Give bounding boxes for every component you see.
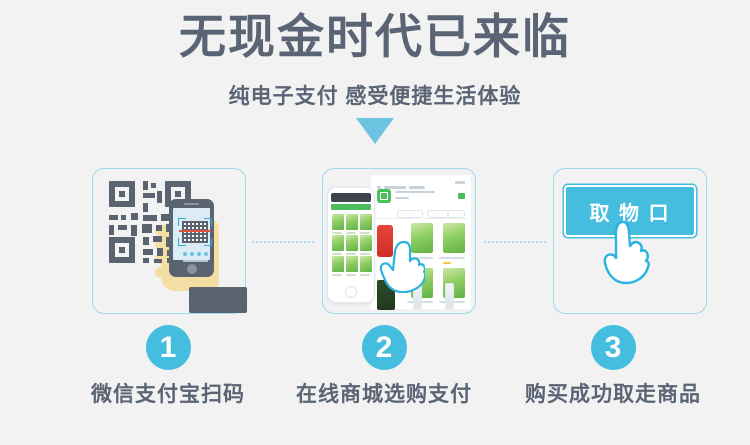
pointing-hand-icon (379, 240, 425, 293)
pickup-slot-label: 取 物 口 (589, 202, 671, 225)
panel-pickup: 取 物 口 (553, 168, 707, 314)
terminal-base-block (189, 287, 247, 313)
smartphone-icon (327, 187, 375, 303)
triangle-down-icon (356, 118, 394, 144)
product-green-tea-2 (443, 223, 465, 253)
reaching-hand-icon (603, 220, 650, 285)
product-red-can (377, 225, 393, 257)
page-subtitle: 纯电子支付 感受便捷生活体验 (228, 85, 522, 108)
step-badge-3: 3 (590, 325, 636, 370)
app-logo-icon (377, 189, 391, 203)
product-bottle-2 (445, 283, 454, 309)
step-badge-2: 2 (361, 325, 407, 370)
step-label-3: 购买成功取走商品 (525, 383, 701, 406)
step-label-2: 在线商城选购支付 (296, 383, 472, 406)
connector-dotted-line-2 (484, 241, 546, 243)
step-label-1: 微信支付宝扫码 (91, 383, 245, 406)
step-item-2: 2 在线商城选购支付 (284, 325, 484, 408)
product-green-tea-1 (411, 223, 433, 253)
panel-online-shop (322, 168, 476, 314)
page-title: 无现金时代已来临 (179, 10, 571, 63)
connector-dotted-line-1 (252, 241, 314, 243)
step-badge-1: 1 (145, 325, 191, 370)
step-item-1: 1 微信支付宝扫码 (68, 325, 268, 408)
illustration-panels: 取 物 口 (0, 163, 750, 318)
shop-screen-illustration (371, 175, 471, 310)
panel-qr-scan (92, 168, 247, 314)
step-item-3: 3 购买成功取走商品 (513, 325, 713, 408)
step-list: 1 微信支付宝扫码 2 在线商城选购支付 3 购买成功取走商品 (0, 325, 750, 445)
smartphone-icon (169, 199, 214, 277)
